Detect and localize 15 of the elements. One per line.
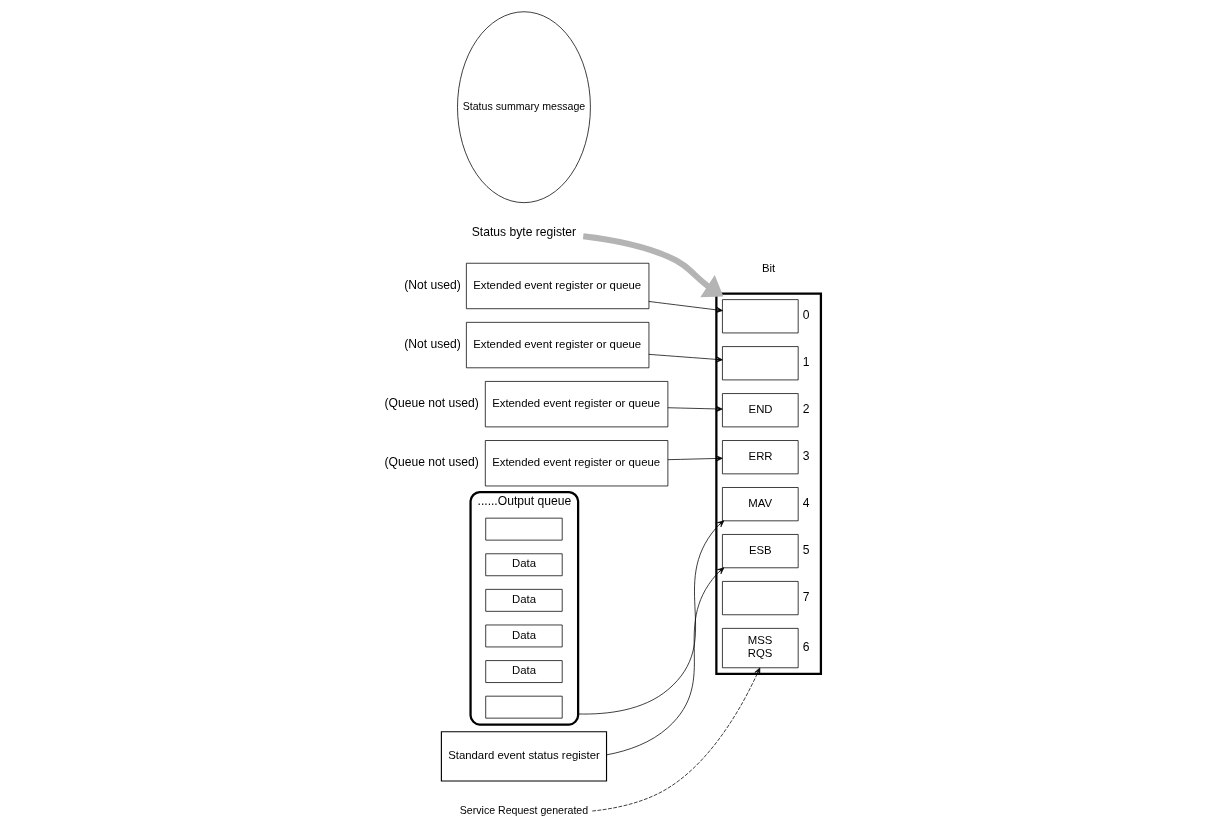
node-label: 4 — [802, 496, 810, 511]
node-label: 6 — [802, 639, 810, 654]
node-label: 0 — [802, 308, 810, 323]
node-label: (Queue not used) — [384, 396, 479, 411]
node-label: 1 — [802, 355, 810, 370]
node-label: 7 — [802, 589, 810, 604]
node-text: Service Request generated — [459, 803, 589, 816]
node-text: Status byte register — [471, 224, 577, 239]
label: Bit — [762, 261, 776, 274]
node-label: 2 — [802, 402, 810, 417]
node-label: (Not used) — [404, 277, 461, 292]
node-label: 5 — [802, 543, 810, 557]
node-label: (Queue not used) — [384, 455, 479, 470]
node-label: 3 — [802, 449, 810, 464]
node-label: (Not used) — [404, 336, 461, 351]
